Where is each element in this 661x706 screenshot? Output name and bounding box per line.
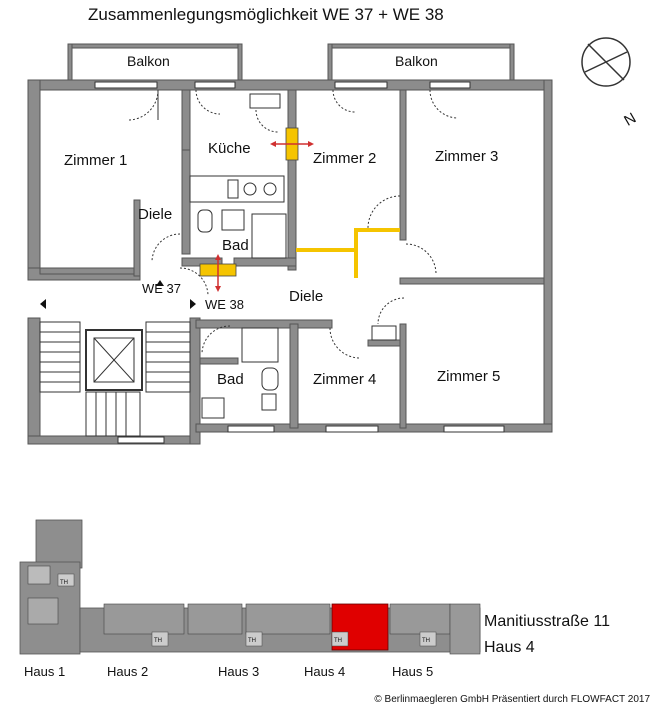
kitchen-counter	[189, 93, 285, 203]
compass-north-label: N	[621, 110, 639, 130]
plan-title: Zusammenlegungsmöglichkeit WE 37 + WE 38	[88, 5, 444, 24]
th-label-4: TH	[334, 638, 342, 644]
house-label-5: Haus 5	[392, 664, 433, 679]
upper-bath-fixtures	[197, 209, 287, 259]
th-label-5: TH	[422, 638, 430, 644]
door-swings-lower	[201, 297, 405, 359]
address-line-2: Haus 4	[484, 639, 535, 656]
room-bad-bottom-label: Bad	[217, 371, 244, 388]
house-label-4: Haus 4	[304, 664, 345, 679]
th-label-3: TH	[248, 638, 256, 644]
room-zimmer-5-label: Zimmer 5	[437, 368, 500, 385]
house-label-3: Haus 3	[218, 664, 259, 679]
room-zimmer-3-label: Zimmer 3	[435, 148, 498, 165]
room-kueche-label: Küche	[208, 140, 251, 157]
room-zimmer-4-label: Zimmer 4	[313, 371, 376, 388]
top-windows	[94, 81, 471, 89]
balcony-left	[67, 43, 243, 81]
interior-walls-upper	[39, 89, 545, 285]
th-label-1: TH	[60, 580, 68, 586]
lower-bath-fixtures	[201, 325, 397, 419]
th-label-2: TH	[154, 638, 162, 644]
unit-we38-label: WE 38	[205, 297, 244, 312]
balcony-right-label: Balkon	[395, 53, 438, 69]
address-line-1: Manitiusstraße 11	[484, 613, 610, 630]
site-plan	[19, 519, 481, 655]
house-label-1: Haus 1	[24, 664, 65, 679]
room-diele-left-label: Diele	[138, 206, 172, 223]
room-zimmer-1-label: Zimmer 1	[64, 152, 127, 169]
balcony-right	[327, 43, 515, 81]
outer-walls	[27, 79, 553, 431]
red-arrows	[215, 141, 314, 292]
entrance-marker-icon	[156, 280, 164, 286]
room-zimmer-2-label: Zimmer 2	[313, 150, 376, 167]
copyright-text: © Berlinmaegleren GmbH Präsentiert durch…	[374, 694, 650, 705]
balcony-left-label: Balkon	[127, 53, 170, 69]
room-bad-top-label: Bad	[222, 237, 249, 254]
lower-windows	[117, 425, 505, 444]
unit-we37-label: WE 37	[142, 281, 181, 296]
compass-icon	[581, 37, 631, 87]
corridor-left-arrow-icon	[40, 299, 46, 309]
house-label-2: Haus 2	[107, 664, 148, 679]
corridor-right-arrow-icon	[190, 299, 196, 309]
room-diele-center-label: Diele	[289, 288, 323, 305]
stairwell	[39, 321, 191, 437]
